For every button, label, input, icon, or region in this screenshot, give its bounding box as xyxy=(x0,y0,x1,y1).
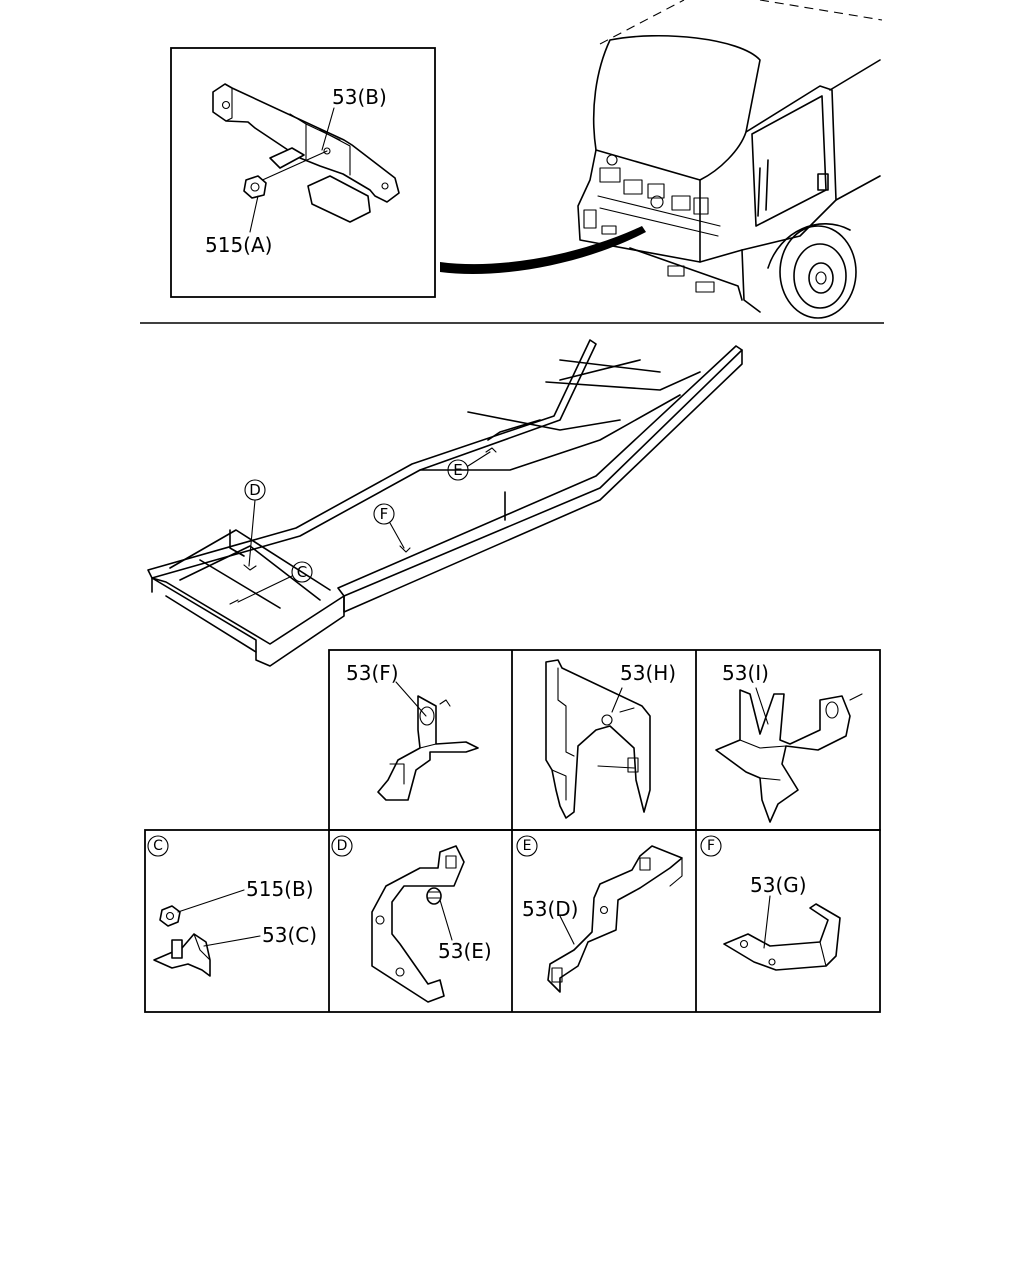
panel-e-letter: E xyxy=(523,838,532,854)
panel-c: C 515(B) 53(C) xyxy=(147,835,317,977)
panel-f: F 53(G) xyxy=(700,835,841,971)
leader-53b xyxy=(321,107,335,151)
chassis-frame-icon xyxy=(147,339,743,667)
callout-f: F xyxy=(373,503,405,549)
panel-d: D 53(E) xyxy=(331,835,492,1003)
bracket-53d-mount-icon xyxy=(371,845,465,1003)
bracket-53g-icon xyxy=(723,903,841,971)
callout-d: D xyxy=(244,479,266,567)
panel-53i: 53(I) xyxy=(715,661,863,823)
wheel-icon xyxy=(779,225,857,319)
bracket-53c-icon xyxy=(153,933,211,977)
nut-515a-icon xyxy=(243,175,267,199)
panel-d-letter: D xyxy=(337,838,348,854)
bracket-53h-icon xyxy=(545,659,651,819)
svg-text:E: E xyxy=(453,461,462,479)
label-53e: 53(E) xyxy=(438,939,492,963)
inset-frame xyxy=(170,47,436,298)
label-53i: 53(I) xyxy=(722,661,769,685)
label-53d: 53(D) xyxy=(522,897,578,921)
label-53c: 53(C) xyxy=(262,923,317,947)
callout-e: E xyxy=(447,451,491,481)
label-53b: 53(B) xyxy=(332,85,387,109)
grille-icon xyxy=(597,154,721,237)
bracket-53i-icon xyxy=(715,689,863,823)
svg-text:C: C xyxy=(297,563,307,581)
svg-text:F: F xyxy=(380,505,389,523)
panel-c-letter: C xyxy=(153,838,163,854)
svg-text:D: D xyxy=(249,481,261,499)
nut-515b-icon xyxy=(159,905,181,927)
label-515a: 515(A) xyxy=(205,233,272,257)
detail-grid xyxy=(144,649,881,1013)
label-53g: 53(G) xyxy=(750,873,807,897)
bracket-53b-icon xyxy=(212,83,400,223)
pointer-arrow xyxy=(440,226,646,275)
truck-cab-icon xyxy=(577,0,883,319)
panel-f-letter: F xyxy=(707,838,715,854)
label-515b: 515(B) xyxy=(246,877,314,901)
leader-515a xyxy=(249,195,259,233)
label-53h: 53(H) xyxy=(620,661,676,685)
label-53f: 53(F) xyxy=(346,661,399,685)
callout-c: C xyxy=(237,561,313,603)
bracket-53d-icon xyxy=(547,845,683,993)
panel-e: E 53(D) xyxy=(516,835,683,993)
panel-53h: 53(H) xyxy=(545,659,676,819)
bracket-53f-icon xyxy=(377,695,479,801)
panel-53f: 53(F) xyxy=(346,661,479,801)
inset-detail: 53(B) 515(A) xyxy=(170,47,436,298)
